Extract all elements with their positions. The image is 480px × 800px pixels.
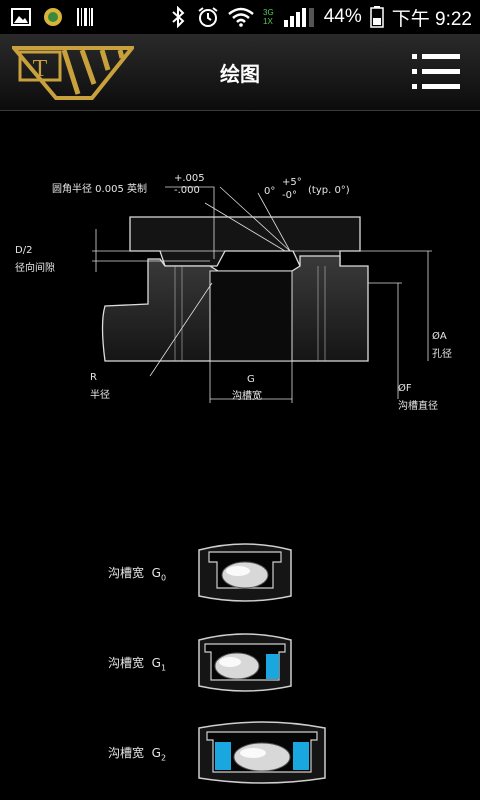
status-bar: 3G 1X 44% 下午 9:22	[0, 0, 480, 34]
a-desc: 孔径	[432, 349, 452, 360]
backup-ring-right	[293, 742, 309, 770]
a-label: ØA	[432, 331, 447, 342]
backup-ring-left	[215, 742, 231, 770]
logo-letter: T	[33, 56, 48, 82]
groove-g1-sub: 1	[160, 663, 167, 673]
groove-g2-symbol: G	[151, 746, 161, 760]
angle-typ-label: (typ. 0°)	[308, 185, 350, 196]
groove-g1-illustration	[198, 633, 292, 692]
f-label: ØF	[398, 383, 412, 394]
angle-minus-label: -0°	[282, 190, 297, 201]
angle-plus-label: +5°	[282, 177, 302, 188]
wifi-icon	[227, 6, 255, 28]
groove-type-g0: 沟槽宽 G0	[0, 536, 480, 606]
clock: 下午 9:22	[391, 8, 472, 30]
groove-g1-label: 沟槽宽 G1	[108, 654, 166, 672]
network-type-label: 3G 1X	[263, 8, 274, 26]
dimension-a-f	[340, 250, 432, 399]
network-3g-label: 3G	[263, 8, 274, 17]
groove-g0-symbol: G	[151, 566, 161, 580]
list-menu-icon	[412, 54, 460, 89]
tolerance-plus-label: +.005	[174, 173, 205, 184]
g-label: G	[247, 374, 255, 385]
r-desc: 半径	[90, 390, 110, 401]
battery-icon	[369, 6, 384, 28]
groove-drawing-svg	[92, 186, 432, 403]
dimension-g	[209, 361, 293, 403]
leader-lines	[149, 186, 291, 377]
piston-edge-lines	[174, 266, 326, 361]
groove-g2-label: 沟槽宽 G2	[108, 744, 166, 762]
menu-button[interactable]	[410, 48, 464, 96]
groove-type-g1: 沟槽宽 G1	[0, 626, 480, 696]
groove-g1-symbol: G	[151, 656, 161, 670]
groove-g2-illustration	[198, 721, 326, 784]
groove-g2-sub: 2	[160, 753, 167, 763]
page-title: 绘图	[220, 62, 260, 86]
angle-zero-label: 0°	[264, 186, 276, 197]
groove-g0-text: 沟槽宽	[108, 566, 145, 580]
corner-radius-label: 圆角半径 0.005 英制	[52, 184, 147, 195]
barcode-notification-icon	[74, 6, 96, 28]
d2-label: D/2	[15, 245, 33, 256]
battery-percent: 44%	[323, 6, 362, 27]
groove-g0-illustration	[198, 543, 292, 602]
app-notification-icon	[42, 6, 64, 28]
signal-strength-icon	[282, 6, 316, 28]
gallery-notification-icon	[10, 6, 32, 28]
groove-interior	[209, 270, 293, 362]
drawing-content: 圆角半径 0.005 英制 +.005 -.000 0° +5° -0° (ty…	[0, 111, 480, 800]
backup-ring-right	[266, 654, 279, 679]
groove-type-g2: 沟槽宽 G2	[0, 716, 480, 791]
app-header: T 绘图	[0, 34, 480, 111]
groove-g2-text: 沟槽宽	[108, 746, 145, 760]
r-label: R	[90, 372, 97, 383]
groove-g0-label: 沟槽宽 G0	[108, 564, 166, 582]
g-desc: 沟槽宽	[232, 391, 262, 402]
groove-g0-sub: 0	[160, 573, 167, 583]
groove-technical-drawing: 圆角半径 0.005 英制 +.005 -.000 0° +5° -0° (ty…	[0, 111, 480, 451]
tolerance-minus-label: -.000	[174, 185, 200, 196]
dimension-d2	[92, 229, 360, 272]
f-desc: 沟槽直径	[398, 401, 438, 412]
brand-logo: T	[9, 44, 137, 100]
d2-desc: 径向间隙	[15, 263, 55, 274]
groove-g1-text: 沟槽宽	[108, 656, 145, 670]
alarm-icon	[197, 6, 219, 28]
bluetooth-icon	[167, 6, 189, 28]
network-1x-label: 1X	[263, 17, 273, 26]
